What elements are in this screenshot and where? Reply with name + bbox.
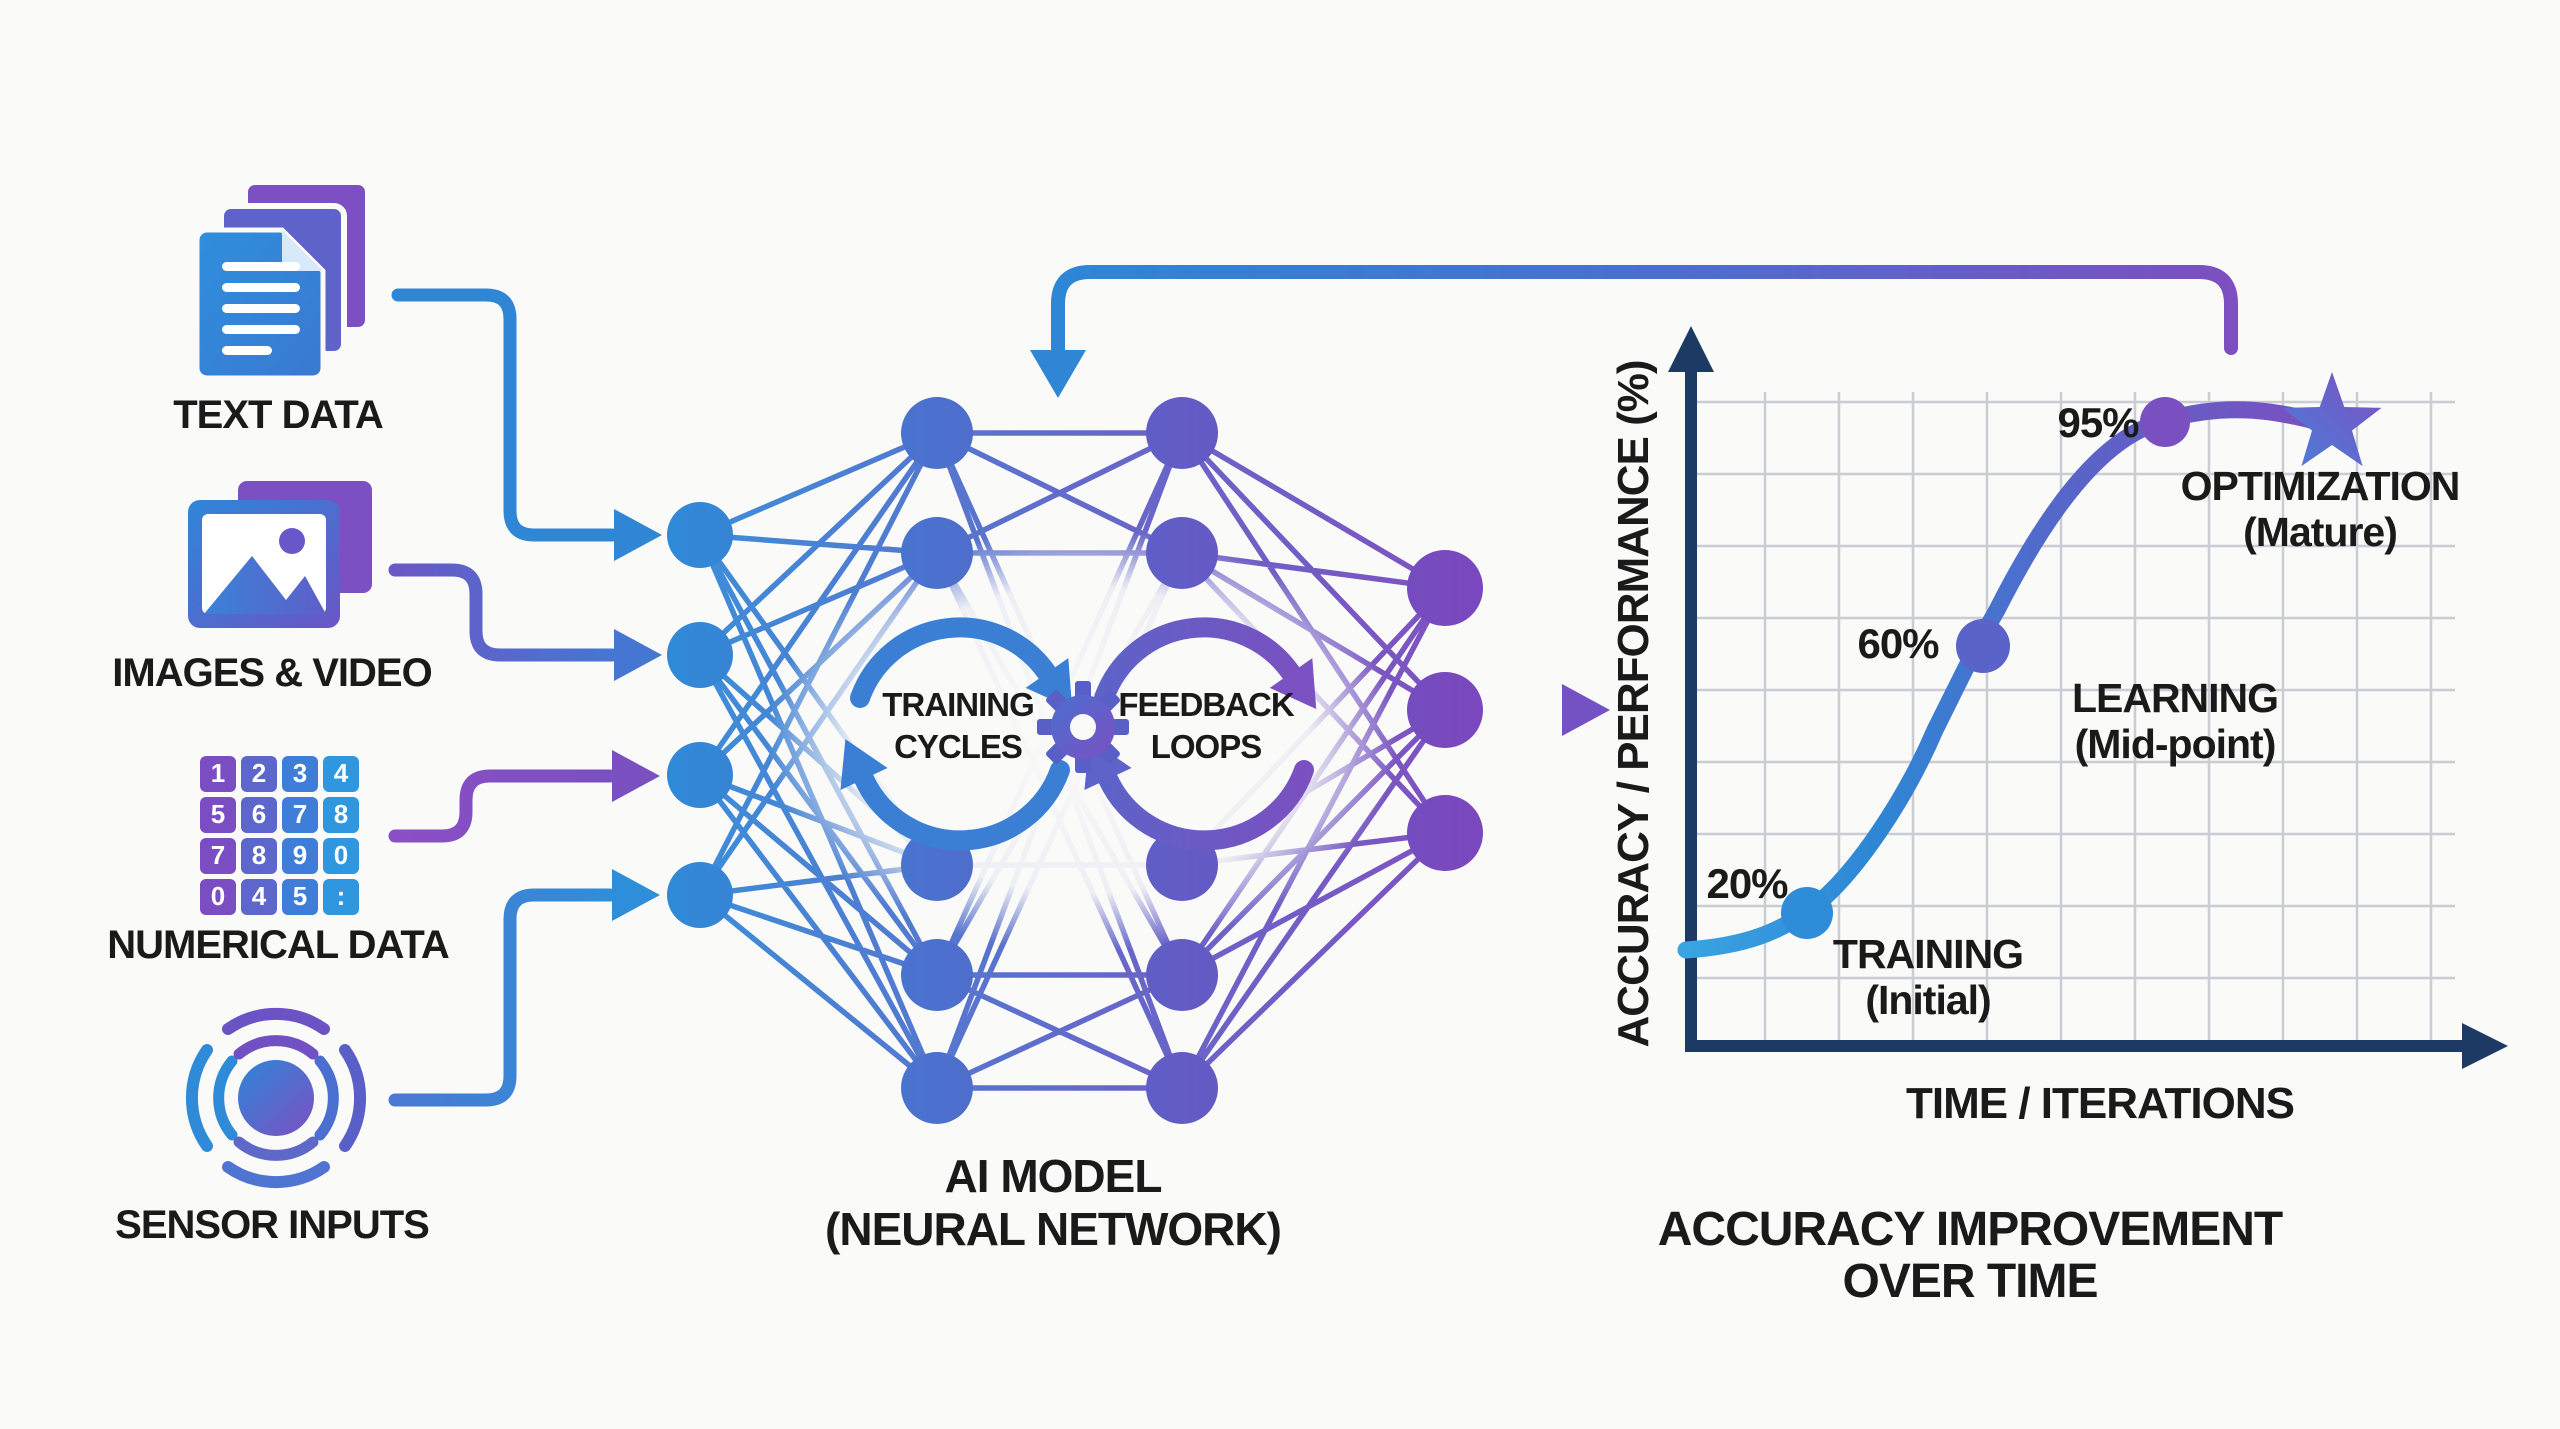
input-images-video: IMAGES & VIDEO: [112, 475, 433, 695]
chart-gridlines: [1695, 392, 2455, 1046]
ai-model-label-2: (NEURAL NETWORK): [825, 1203, 1281, 1255]
text-data-label: TEXT DATA: [173, 393, 383, 437]
milestone-95-label: 95%: [2057, 399, 2139, 446]
stage-optimization-label: OPTIMIZATION: [2181, 463, 2460, 509]
star-marker: [2282, 372, 2382, 467]
sensor-inputs-label: SENSOR INPUTS: [115, 1203, 429, 1247]
svg-text:0: 0: [334, 840, 348, 870]
sensor-signal-icon: [185, 1007, 367, 1189]
output-arrow: [1477, 684, 1610, 736]
svg-text:5: 5: [293, 881, 307, 911]
svg-text:9: 9: [293, 840, 307, 870]
svg-text:2: 2: [252, 758, 266, 788]
svg-text:4: 4: [334, 758, 349, 788]
x-axis-label: TIME / ITERATIONS: [1906, 1079, 2294, 1128]
training-cycles-label-1: TRAINING: [882, 686, 1034, 723]
stage-training-detail: (Initial): [1865, 977, 1990, 1023]
stage-learning-detail: (Mid-point): [2075, 721, 2276, 767]
milestone-dot-95: [2140, 397, 2190, 447]
milestone-dot-20: [1781, 887, 1833, 939]
stage-optimization-detail: (Mature): [2243, 509, 2397, 555]
gear-icon: [1037, 681, 1129, 773]
chart-title-2: OVER TIME: [1842, 1255, 2097, 1308]
milestone-60-label: 60%: [1857, 620, 1939, 667]
accuracy-chart: 20% TRAINING (Initial) 60% LEARNING (Mid…: [1609, 326, 2508, 1308]
numerical-data-label: NUMERICAL DATA: [107, 923, 449, 967]
chart-title-1: ACCURACY IMPROVEMENT: [1658, 1203, 2283, 1256]
input-text-data: TEXT DATA: [173, 179, 384, 437]
svg-text:3: 3: [293, 758, 307, 788]
svg-text:4: 4: [252, 881, 267, 911]
images-video-label: IMAGES & VIDEO: [112, 651, 431, 695]
svg-text:0: 0: [211, 881, 225, 911]
milestone-dot-60: [1956, 619, 2010, 673]
network-nodes: [667, 397, 1483, 1124]
svg-text:8: 8: [252, 840, 266, 870]
svg-text:7: 7: [293, 799, 307, 829]
images-video-arrow: [388, 563, 619, 662]
y-axis-arrowhead: [1668, 326, 1714, 372]
svg-text:6: 6: [252, 799, 266, 829]
svg-text:5: 5: [211, 799, 225, 829]
svg-text:1: 1: [211, 758, 225, 788]
y-axis-label: ACCURACY / PERFORMANCE (%): [1609, 361, 1658, 1048]
images-icon: [188, 475, 378, 628]
feedback-arrow: [1030, 265, 2238, 398]
milestone-20-label: 20%: [1706, 860, 1788, 907]
loop-labels: TRAINING CYCLES FEEDBACK LOOPS: [882, 686, 1296, 765]
svg-text::: :: [337, 881, 346, 911]
documents-icon: [194, 179, 371, 381]
sun-icon: [279, 528, 305, 554]
stage-training-label: TRAINING: [1833, 931, 2023, 977]
neural-network: TRAINING CYCLES FEEDBACK LOOPS: [667, 397, 1483, 1124]
input-sensor-inputs: SENSOR INPUTS: [115, 1007, 430, 1247]
ai-model-label-1: AI MODEL: [945, 1150, 1162, 1202]
document-text-lines: [222, 262, 300, 355]
svg-text:7: 7: [211, 840, 225, 870]
numerical-data-arrow: [388, 769, 617, 843]
mountains-shape: [204, 556, 326, 614]
chart-axes: [1685, 360, 2468, 1052]
x-axis-arrowhead: [2462, 1023, 2508, 1069]
input-arrows: [388, 288, 662, 1107]
stage-learning-label: LEARNING: [2072, 675, 2278, 721]
svg-text:8: 8: [334, 799, 348, 829]
sensor-inputs-arrow: [388, 888, 617, 1107]
training-cycles-label-2: CYCLES: [894, 728, 1022, 765]
feedback-loops-label-2: LOOPS: [1151, 728, 1262, 765]
feedback-loops-label-1: FEEDBACK: [1118, 686, 1295, 723]
text-data-arrow: [391, 288, 619, 542]
